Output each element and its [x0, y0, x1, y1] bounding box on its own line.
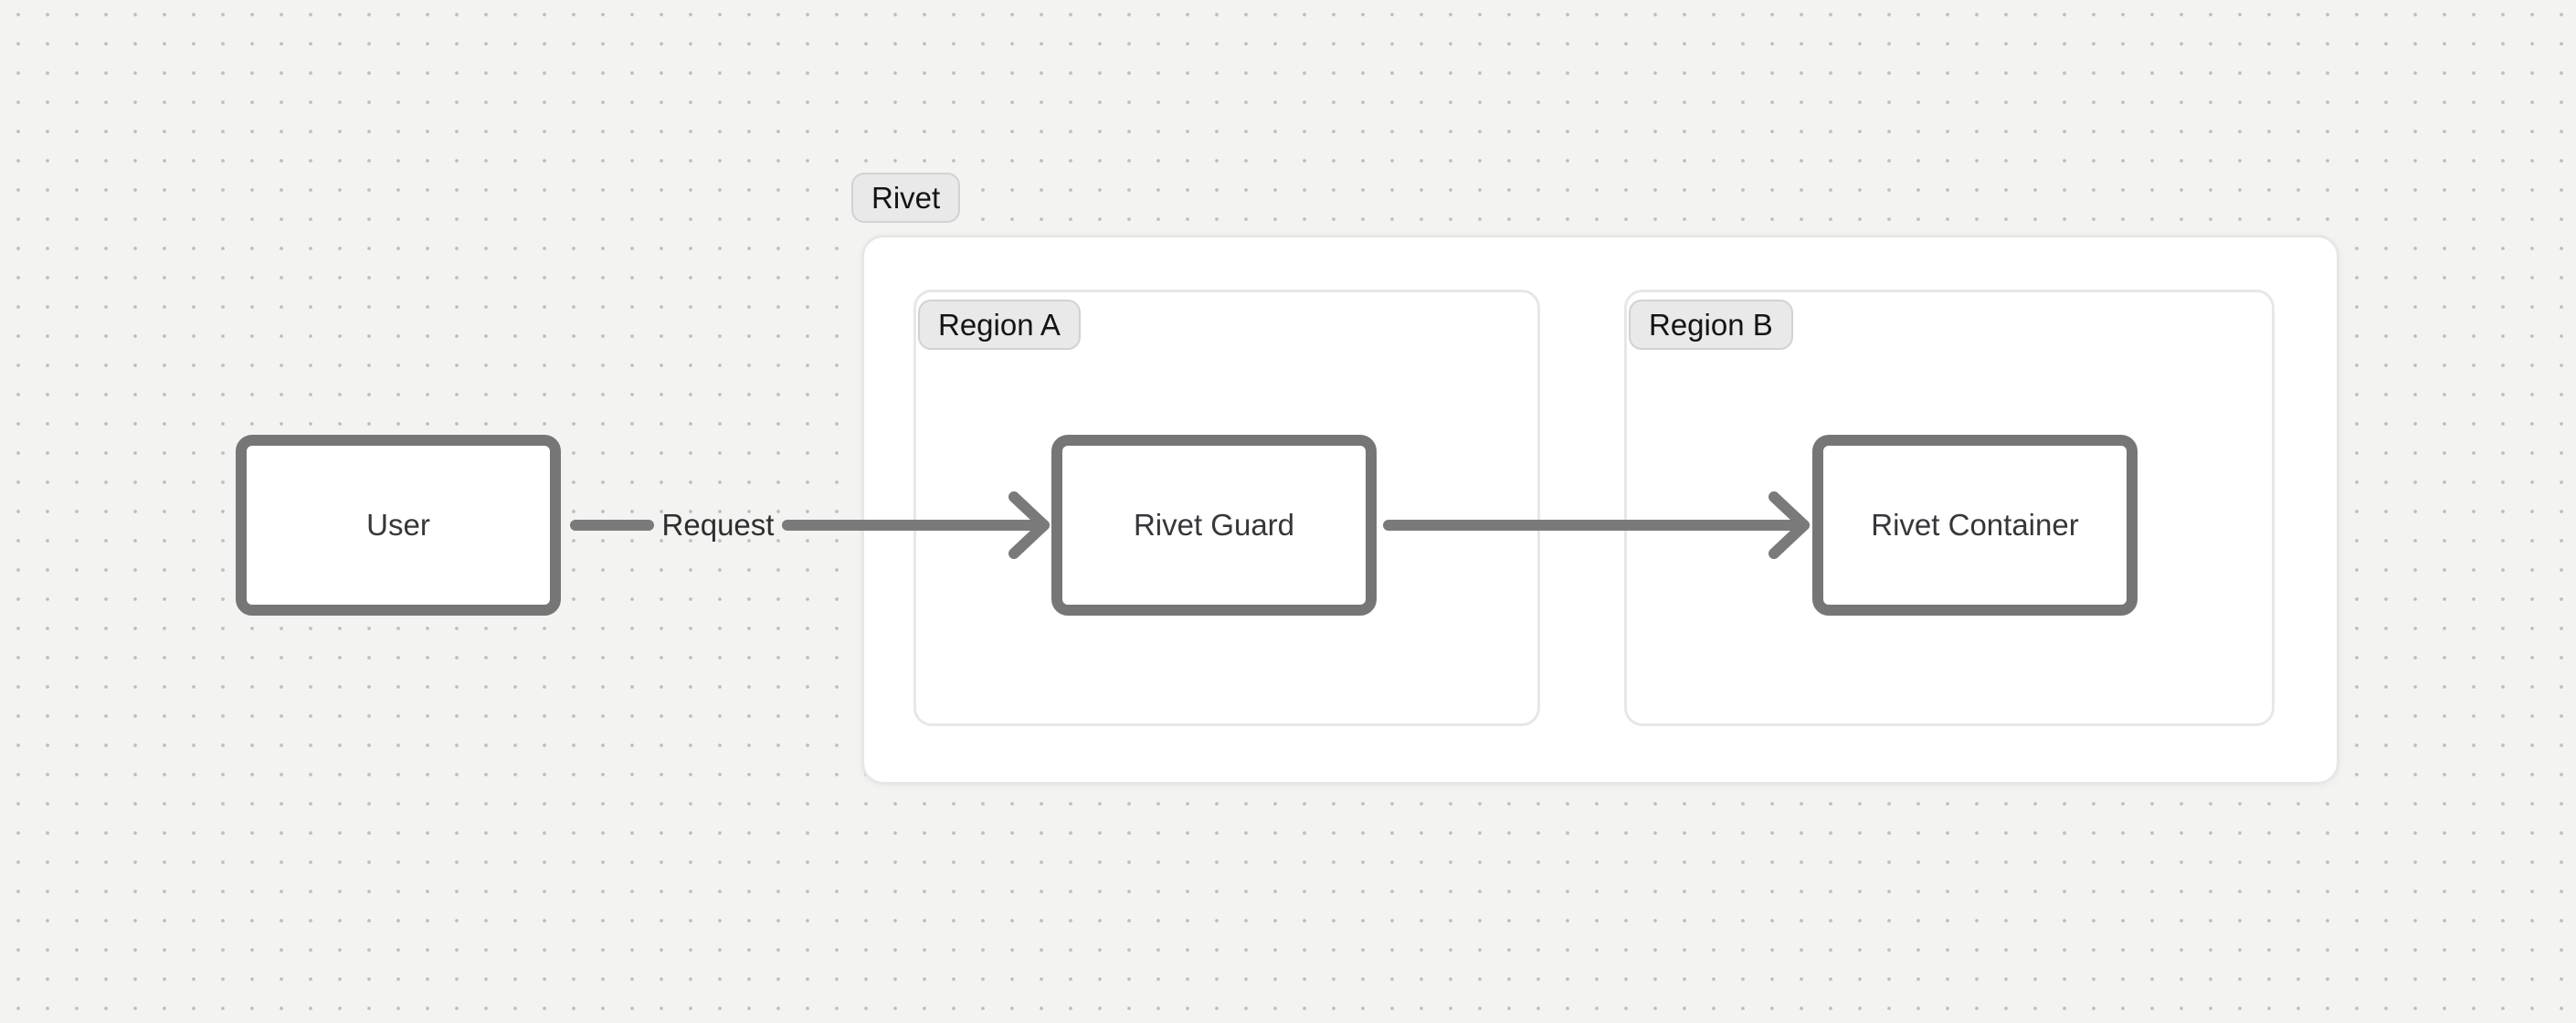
- group-region-b-label[interactable]: Region B: [1629, 300, 1793, 351]
- edge-guard-to-container[interactable]: [1383, 491, 1810, 559]
- group-region-a-label[interactable]: Region A: [918, 300, 1081, 351]
- edge-user-to-guard[interactable]: [570, 491, 1050, 559]
- edge-request-label[interactable]: Request: [662, 508, 775, 543]
- node-rivet-container[interactable]: Rivet Container: [1812, 435, 2138, 616]
- node-user-label: User: [366, 508, 430, 542]
- group-region-b-label-text: Region B: [1649, 308, 1773, 342]
- group-region-a-label-text: Region A: [938, 308, 1061, 342]
- edge-request-label-text: Request: [661, 508, 775, 542]
- node-rivet-guard-label: Rivet Guard: [1133, 508, 1295, 542]
- node-rivet-container-label: Rivet Container: [1871, 508, 2079, 542]
- arrowhead-icon: [1768, 491, 1810, 559]
- node-rivet-guard[interactable]: Rivet Guard: [1051, 435, 1377, 616]
- node-user[interactable]: User: [236, 435, 561, 616]
- group-rivet-label[interactable]: Rivet: [851, 173, 961, 224]
- arrowhead-icon: [1008, 491, 1050, 559]
- group-rivet-label-text: Rivet: [871, 181, 941, 215]
